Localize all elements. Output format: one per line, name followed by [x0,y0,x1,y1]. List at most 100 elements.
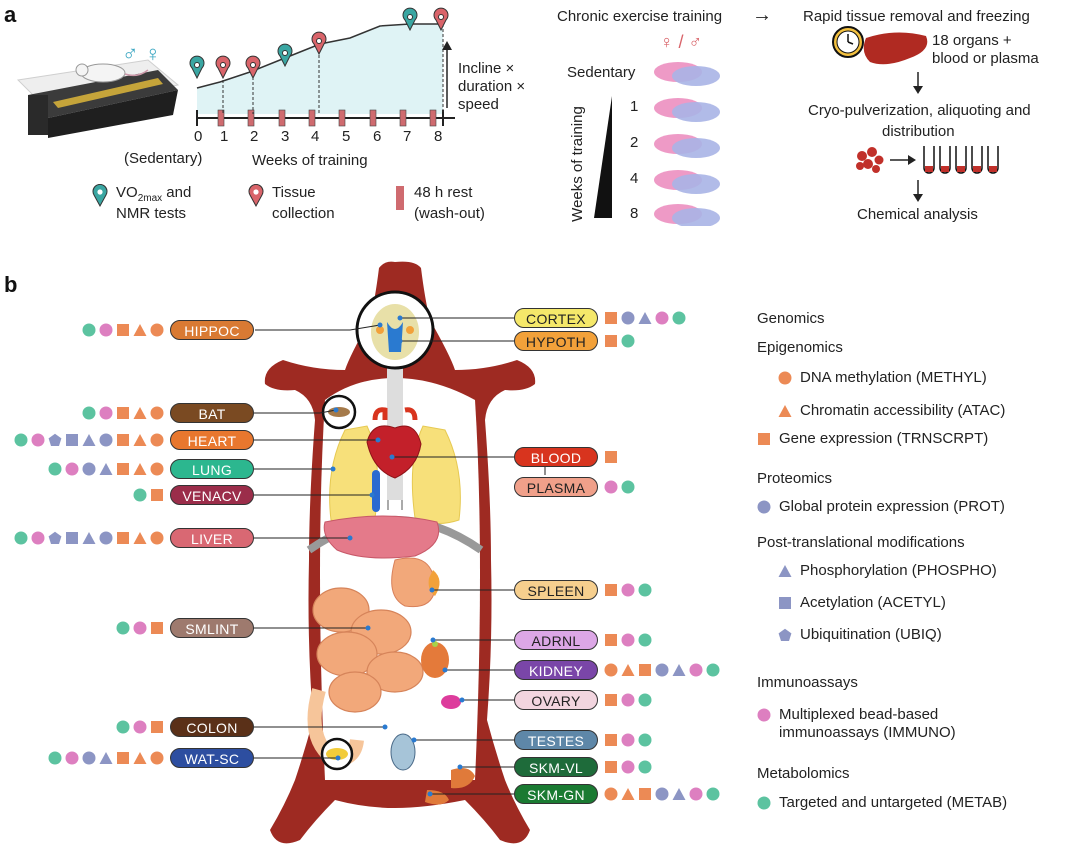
tissue-label-heart: HEART [170,430,254,450]
legend-ubiq: Ubiquitination (UBIQ) [778,626,942,643]
marker-methyl [150,751,164,765]
tissue-label-hippoc: HIPPOC [170,320,254,340]
week-tick: 7 [403,128,412,145]
tissue-label-colon: COLON [170,717,254,737]
legend-marker-immuno [757,708,771,722]
down-arrow-2 [913,180,923,202]
incline-arrow [442,41,452,108]
legend-proteomics: Proteomics [757,470,833,487]
marker-trnscrpt [151,489,163,501]
marker-phospho [778,564,792,577]
legend-immuno-line2: immunoassays (IMMUNO) [779,724,956,741]
week-tick: 5 [342,128,351,145]
legend-trnscrpt: Gene expression (TRNSCRPT) [757,430,988,447]
marker-trnscrpt [117,752,129,764]
marker-immuno [99,323,113,337]
week-tick: 1 [220,128,229,145]
cryo-label-1: Cryo-pulverization, aliquoting and [808,102,1031,119]
marker-prot [655,787,669,801]
marker-metab [638,693,652,707]
week-tick: 0 [194,128,203,145]
marker-metab [706,663,720,677]
vo2-sub: 2max [137,193,163,204]
marker-immuno [689,663,703,677]
marker-immuno [133,621,147,635]
group-2: 2 [630,134,639,151]
marker-methyl [150,433,164,447]
legend-ubiq-text: Ubiquitination (UBIQ) [800,626,942,643]
marker-trnscrpt [117,434,129,446]
marker-methyl [604,663,618,677]
legend-marker-metab [757,796,771,810]
marker-trnscrpt [117,324,129,336]
marker-atac [133,434,147,446]
rapid-removal-label: Rapid tissue removal and freezing [803,8,1030,25]
rest-key-line2: (wash-out) [414,205,485,222]
legend-marker-atac [778,404,792,418]
legend-epigenomics: Epigenomics [757,339,843,356]
marker-prot [99,531,113,545]
sex-label: ♀ / ♂ [660,32,703,52]
legend-ptm: Post-translational modifications [757,534,965,551]
rest-bar-icon [396,186,404,210]
legend-methyl-text: DNA methylation (METHYL) [800,369,987,386]
marker-prot [82,751,96,765]
markers-testes [604,732,652,748]
down-arrow-1 [913,72,923,94]
cryo-label-2: distribution [882,123,955,140]
legend-marker-methyl [778,371,792,385]
tissue-label-ovary: OVARY [514,690,598,710]
legend-marker-ubiq [778,628,792,642]
markers-ovary [604,692,652,708]
markers-hippoc [82,322,164,338]
markers-heart [14,432,164,448]
markers-skmvl [604,759,652,775]
marker-prot [82,462,96,476]
marker-metab [638,760,652,774]
marker-immuno [655,311,669,325]
marker-metab [638,583,652,597]
marker-trnscrpt [117,407,129,419]
legend-atac: Chromatin accessibility (ATAC) [778,402,1005,419]
marker-metab [116,621,130,635]
marker-metab [133,488,147,502]
vo2-pin-icon [92,184,108,208]
rat-groups [654,62,720,226]
legend-acetyl-text: Acetylation (ACETYL) [800,594,946,611]
markers-bat [82,405,164,421]
markers-watsc [48,750,164,766]
marker-metab [638,633,652,647]
markers-adrnl [604,632,652,648]
marker-metab [82,323,96,337]
tissue-label-bat: BAT [170,403,254,423]
markers-smlint [116,620,164,636]
tissue-label-plasma: PLASMA [514,477,598,497]
week-tick: 2 [250,128,259,145]
marker-phospho [672,664,686,676]
group-sedentary: Sedentary [567,64,636,81]
legend-prot-text: Global protein expression (PROT) [779,498,1005,515]
marker-immuno [757,708,771,722]
vo2-prefix: VO [116,184,138,201]
marker-atac [778,404,792,417]
marker-acetyl [66,434,78,446]
tissue-label-skmvl: SKM-VL [514,757,598,777]
marker-atac [133,532,147,544]
week-tick: 3 [281,128,290,145]
marker-immuno [133,720,147,734]
tissue-label-liver: LIVER [170,528,254,548]
marker-metab [621,334,635,348]
marker-atac [133,463,147,475]
legend-marker-acetyl [778,596,792,610]
legend-metab: Targeted and untargeted (METAB) [757,794,1007,811]
legend-metab-text: Targeted and untargeted (METAB) [779,794,1008,811]
tissue-key-line2: collection [272,205,335,222]
weeks-axis-label: Weeks of training [252,152,368,169]
marker-immuno [65,462,79,476]
tissue-label-hypoth: HYPOTH [514,331,598,351]
legend-phospho: Phosphorylation (PHOSPHO) [778,562,997,579]
vo2-key-line1: VO2max and [116,184,191,208]
legend-methyl: DNA methylation (METHYL) [778,369,987,386]
